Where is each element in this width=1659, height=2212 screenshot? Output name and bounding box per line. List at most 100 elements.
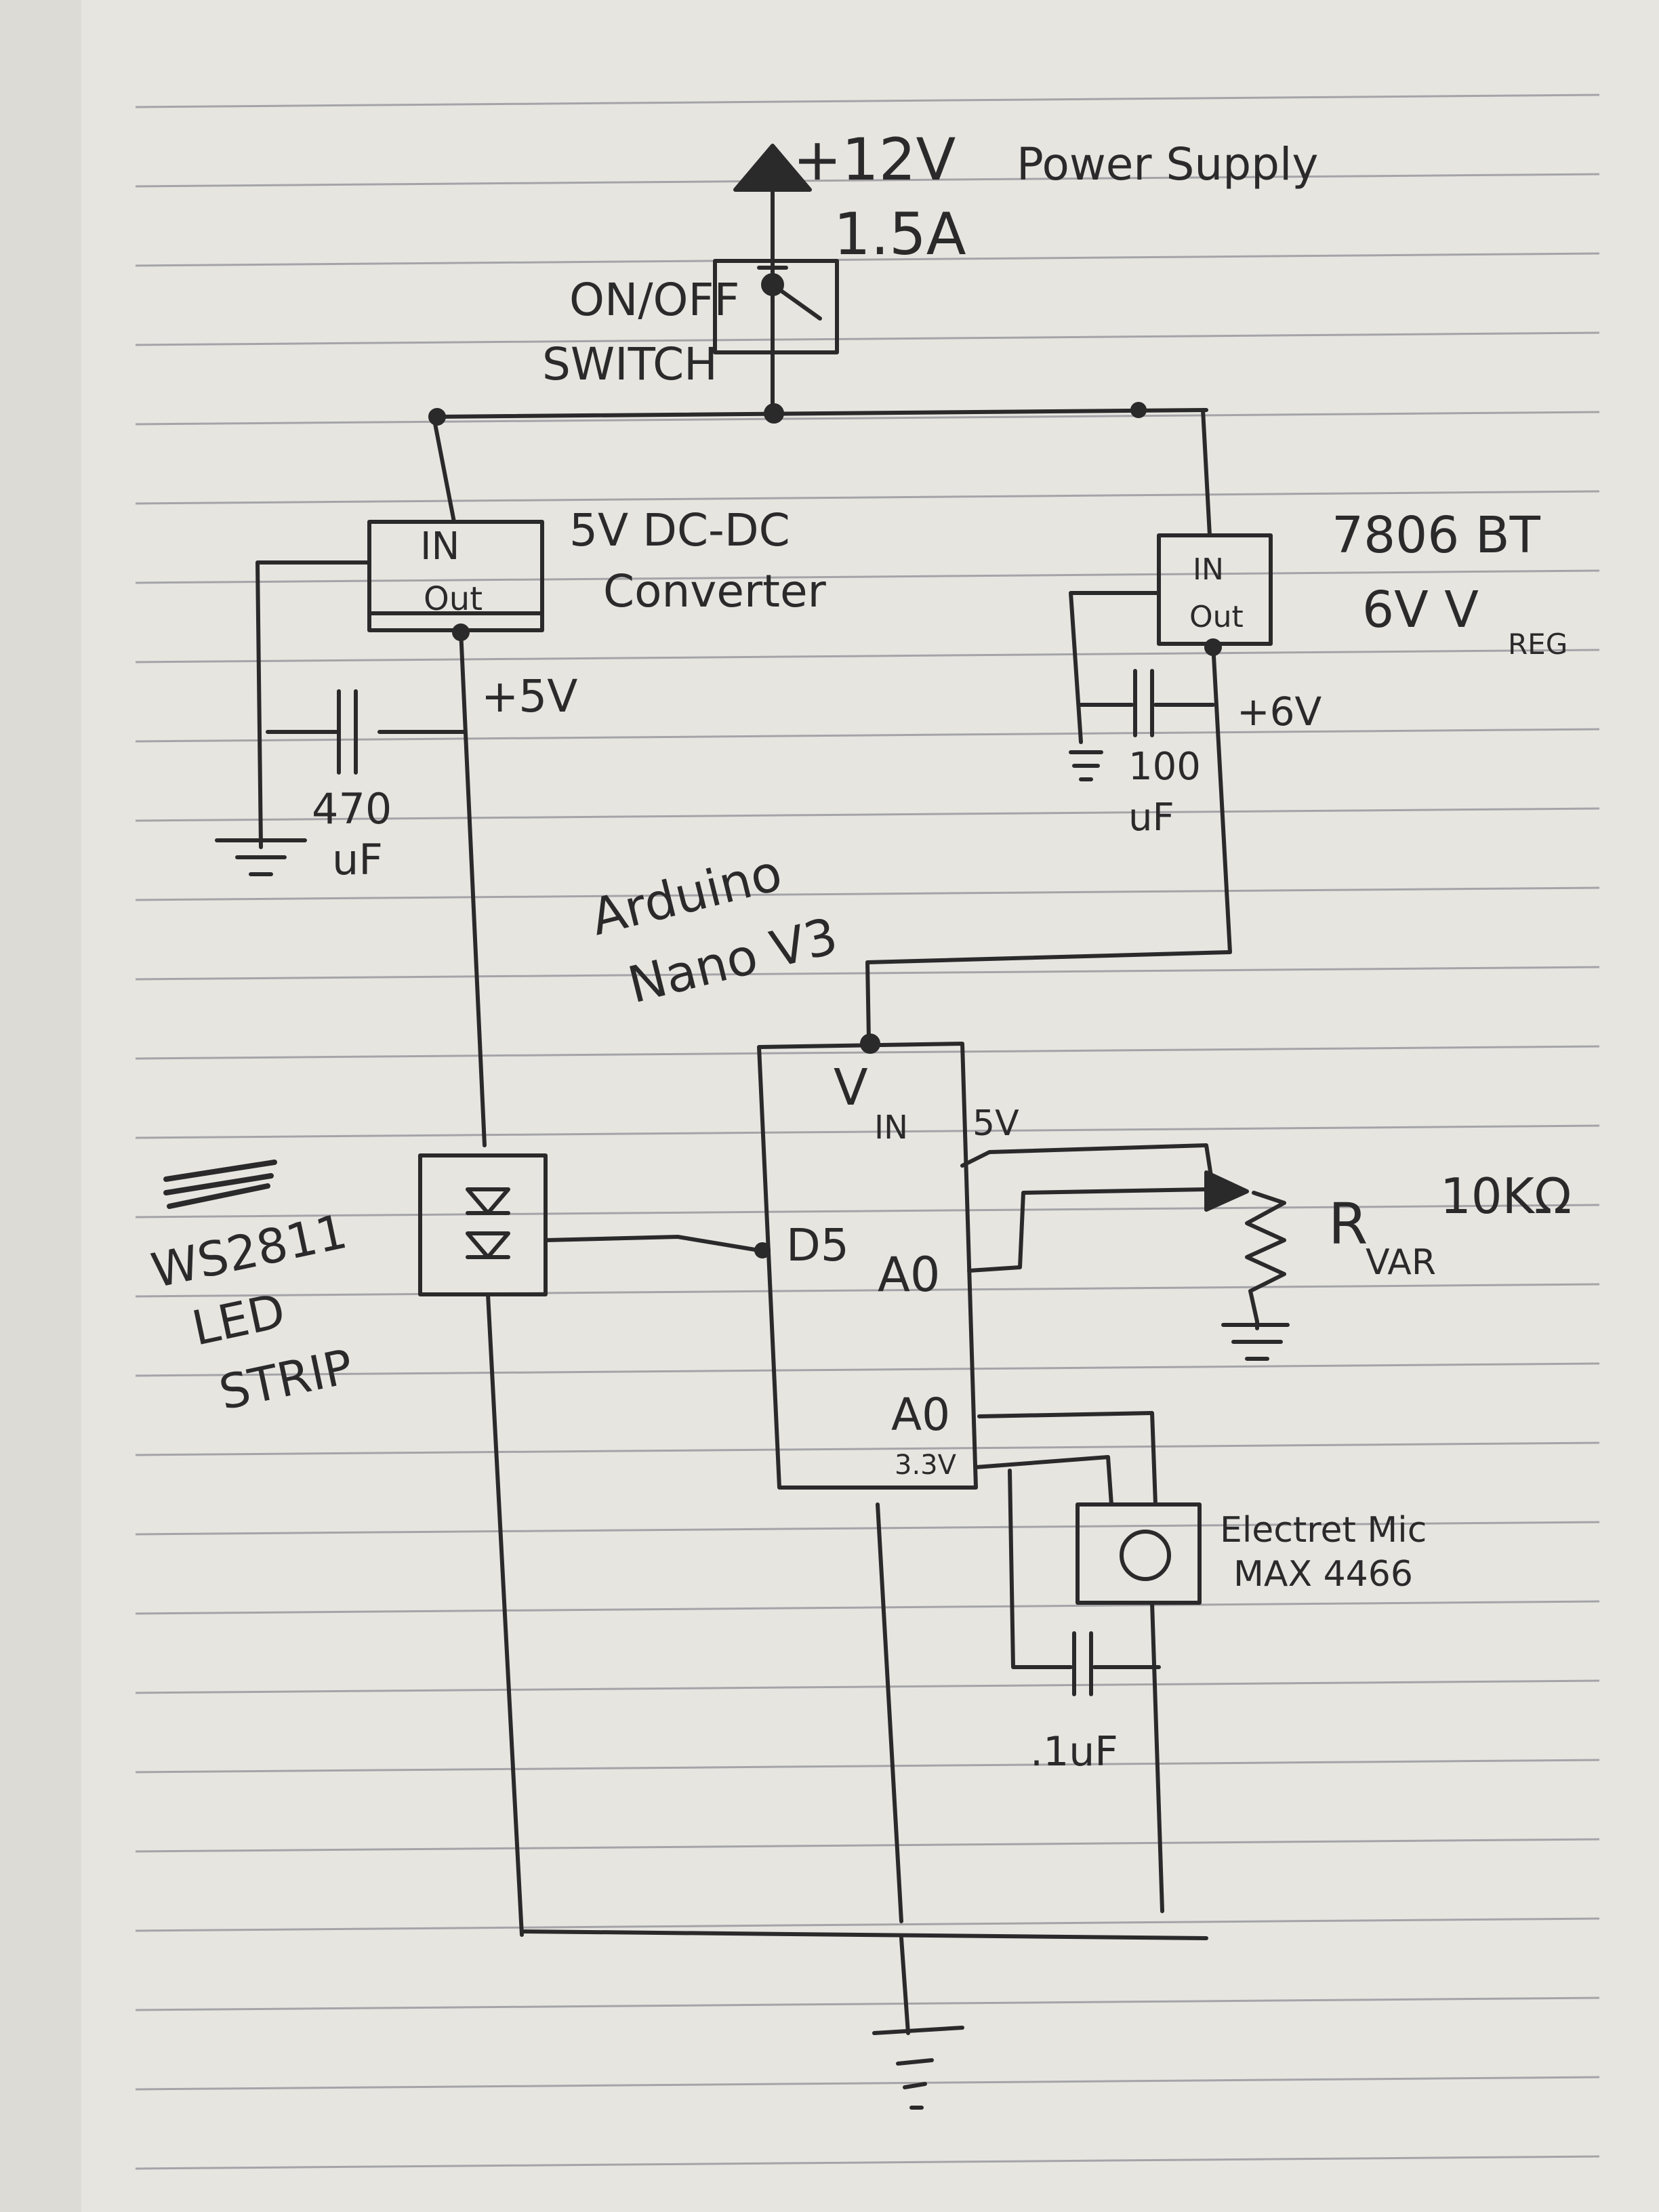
mic-ground-lead: [1150, 1601, 1164, 1913]
d5-wire: [544, 1235, 761, 1252]
label-pin-5v: 5V: [972, 1103, 1019, 1144]
led2: [466, 1231, 510, 1259]
ruled-line: [135, 569, 1600, 584]
ruled-line: [135, 1838, 1600, 1853]
ruled-line: [135, 1600, 1600, 1615]
top-bus: [432, 408, 1208, 419]
mic-capsule: [1120, 1530, 1171, 1581]
junction-reg-out: [1204, 638, 1222, 656]
ruled-line: [135, 807, 1600, 822]
label-mic-2: MAX 4466: [1233, 1554, 1413, 1595]
main-ground: [872, 2026, 964, 2110]
plus6v-rail: [865, 642, 1232, 1042]
ruled-line: [135, 1362, 1600, 1377]
label-reg-out: Out: [1189, 600, 1244, 634]
label-pin-in: IN: [874, 1109, 908, 1147]
label-cap100-1: 100: [1128, 745, 1201, 789]
ruled-line: [135, 1521, 1600, 1536]
ruled-line: [135, 1283, 1600, 1298]
label-cap-small: .1uF: [1030, 1728, 1118, 1776]
label-reg-1: 7806 BT: [1332, 506, 1541, 565]
label-pin-a0-bottom: A0: [891, 1389, 950, 1441]
cap-small-plates: [1072, 1631, 1093, 1696]
pot-ground: [1221, 1323, 1290, 1361]
label-switch-2: SWITCH: [542, 338, 718, 390]
ruled-line: [135, 728, 1600, 743]
reg-ground-lead: [1069, 591, 1161, 744]
main-ground-lead: [899, 1936, 910, 2035]
label-reg-2: 6V V: [1362, 581, 1479, 639]
annotations: +12V 1.5A Power Supply ON/OFF SWITCH IN …: [146, 126, 1571, 1776]
label-rvar: R: [1328, 1191, 1368, 1257]
reg-feed: [1201, 408, 1212, 537]
led-strip-box: [418, 1153, 548, 1296]
label-dcdc-out: Out: [424, 580, 483, 618]
ground-bus: [520, 1929, 1208, 1940]
ruled-line: [135, 1124, 1600, 1139]
cap100-plates: [1133, 669, 1154, 737]
cap470-plates: [337, 689, 358, 775]
ruled-line: [135, 1441, 1600, 1456]
plus5v-rail: [459, 628, 487, 1147]
label-rvar-sub: VAR: [1366, 1242, 1436, 1283]
ruled-line: [135, 886, 1600, 901]
ruled-line: [135, 1759, 1600, 1774]
ruled-line: [135, 649, 1600, 663]
ruled-line: [135, 2155, 1600, 2170]
arduino-box: [757, 1042, 978, 1490]
label-plus6v: +6V: [1237, 689, 1322, 735]
resistor-zigzag: [1245, 1191, 1286, 1330]
cap-small-leads: [1008, 1469, 1161, 1669]
mic-power-wire: [974, 1455, 1113, 1507]
ruled-line: [135, 94, 1600, 108]
label-dcdc-in: IN: [420, 525, 459, 569]
pot-5v-wire: [960, 1143, 1215, 1191]
label-cap100-2: uF: [1128, 796, 1174, 840]
label-pin-v: V: [834, 1059, 868, 1117]
label-dcdc-2: Converter: [603, 565, 827, 617]
label-cap470-1: 470: [312, 784, 392, 834]
label-pin-d5: D5: [786, 1219, 849, 1271]
switch-dot: [761, 273, 784, 296]
ruled-line: [135, 1204, 1600, 1218]
label-supply-voltage: +12V: [793, 126, 956, 194]
label-switch-1: ON/OFF: [569, 274, 739, 326]
mic-signal-wire: [977, 1411, 1158, 1507]
ruled-line: [135, 173, 1600, 188]
ruled-line: [135, 2076, 1600, 2091]
ruled-line: [135, 411, 1600, 426]
ruled-line: [135, 331, 1600, 346]
circuit-wires: [163, 144, 1290, 2110]
dcdc-feed: [432, 415, 456, 524]
pot-wiper-arrow: [1204, 1170, 1249, 1212]
label-cap470-2: uF: [332, 835, 383, 884]
label-reg-sub: REG: [1508, 628, 1568, 661]
pot-wiper-wire: [967, 1187, 1208, 1273]
led-ground-lead: [486, 1292, 524, 1937]
label-rvar-value: 10KΩ: [1440, 1168, 1572, 1225]
arduino-ground-lead: [876, 1502, 903, 1923]
junction-top-right: [1130, 402, 1147, 418]
label-reg-in: IN: [1193, 552, 1224, 587]
ruled-line: [135, 252, 1600, 267]
junction-vin: [860, 1033, 880, 1054]
ruled-line: [135, 490, 1600, 505]
dcdc-ground-lead: [255, 560, 371, 849]
ruled-line: [135, 1996, 1600, 2011]
scribble: [163, 1160, 277, 1209]
dcdc-ground: [215, 838, 307, 876]
ruled-line: [135, 1917, 1600, 1932]
label-pin-a0-top: A0: [878, 1247, 940, 1303]
label-plus5v: +5V: [481, 670, 577, 722]
ruled-line: [135, 1679, 1600, 1694]
led1: [466, 1187, 510, 1215]
switch-box: [713, 259, 839, 354]
reg-ground: [1069, 750, 1103, 781]
junction-d5: [754, 1242, 771, 1258]
mic-box: [1076, 1502, 1202, 1605]
page-left-margin: [0, 0, 81, 2212]
label-pin-33v: 3.3V: [895, 1450, 957, 1481]
label-mic-1: Electret Mic: [1220, 1510, 1427, 1551]
